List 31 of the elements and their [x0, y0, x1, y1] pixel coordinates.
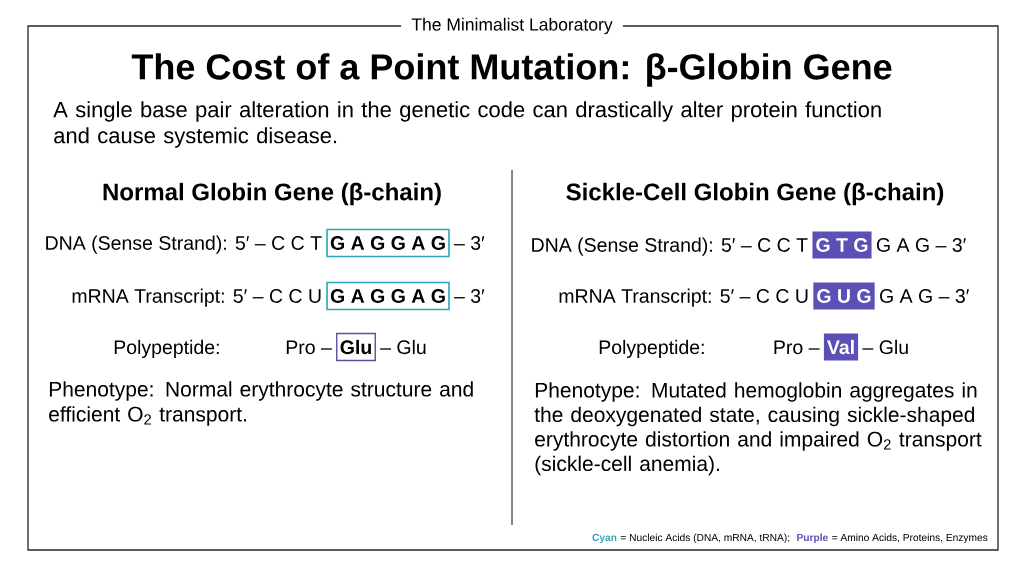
header-text: The Minimalist Laboratory [411, 17, 613, 35]
residue-text: – Glu [862, 339, 908, 355]
title: The Cost of a Point Mutation: β-Globin Gene [131, 53, 892, 87]
legend-key: Cyan [592, 533, 617, 544]
sequence-end: – 3′ [453, 236, 485, 250]
sequence-end: G A G – 3′ [876, 238, 966, 252]
residue-text: Pro – [286, 340, 332, 355]
sequence-label: mRNA Transcript: 5′ – C C U [72, 288, 321, 307]
highlight-box: G A G G A G [326, 281, 450, 311]
row-label: Polypeptide: [599, 339, 704, 358]
section-heading: Normal Globin Gene (β-chain) [103, 182, 441, 206]
legend-text: = Amino Acids, Proteins, Enzymes [832, 533, 988, 544]
highlight-box: Glu [336, 332, 376, 362]
sequence-label: mRNA Transcript: 5′ – C C U [559, 288, 808, 307]
row-label: Polypeptide: [114, 339, 219, 358]
highlight-box: G T G [812, 231, 872, 259]
legend-text: = Nucleic Acids (DNA, mRNA, tRNA); [620, 533, 790, 544]
legend-key: Purple [797, 533, 828, 544]
residue-text: Pro – [774, 340, 820, 355]
highlight-box: Val [823, 333, 859, 361]
highlight-box: G A G G A G [326, 228, 450, 258]
residue-text: – Glu [380, 339, 426, 355]
sequence-end: G A G – 3′ [880, 289, 969, 303]
subtitle: A single base pair alteration in the genetic code can drastically alter protein function and cause systemic disease. [53, 101, 881, 148]
section-heading: Sickle-Cell Globin Gene (β-chain) [566, 182, 944, 206]
highlight-box: G U G [813, 282, 875, 310]
sequence-end: – 3′ [453, 289, 485, 303]
phenotype-text: Phenotype: Normal erythrocyte structure and efficient O$_{2}$ transport. [49, 381, 473, 426]
sequence-label: DNA (Sense Strand): 5′ – C C T [532, 237, 808, 256]
sequence-label: DNA (Sense Strand): 5′ – C C T [46, 235, 322, 254]
phenotype-text: Phenotype: Mutated hemoglobin aggregates in the deoxygenated state, causing sickle-shaped erythrocyte distortion and impaired O$_{2}$ transport (sickle-cell anemia). [534, 382, 982, 476]
